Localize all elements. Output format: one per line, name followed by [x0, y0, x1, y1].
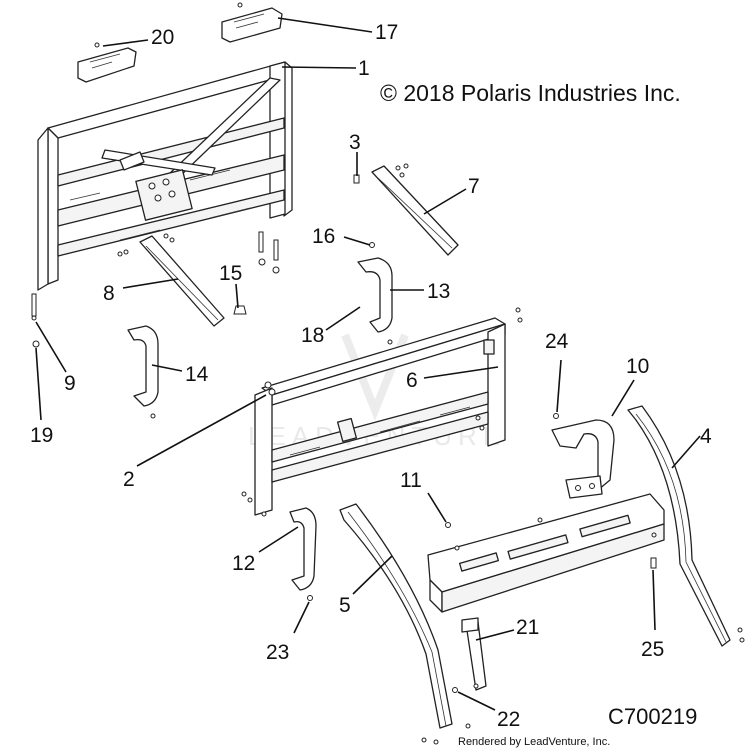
part-nut-22: [452, 687, 458, 693]
callout-11: 11: [400, 469, 422, 492]
callout-10: 10: [626, 355, 649, 378]
part-bracket-10: [551, 419, 615, 499]
leader-lines: [35, 17, 701, 711]
callout-18: 18: [301, 324, 324, 347]
part-grab-handle-14: [127, 325, 159, 419]
part-rear-post-4: [627, 405, 745, 647]
bolt-set: [258, 231, 280, 274]
part-bolt-24: [553, 413, 559, 419]
callout-16: 16: [312, 225, 335, 248]
part-grab-handle-13: [357, 257, 393, 345]
callout-8: 8: [103, 282, 115, 305]
callout-2: 2: [123, 468, 135, 491]
part-cover-17: [221, 2, 283, 43]
callout-24: 24: [545, 330, 569, 353]
part-bolt-23: [307, 595, 313, 601]
part-front-frame-1: [37, 61, 293, 291]
callout-25: 25: [641, 638, 664, 661]
part-bolt-25: [650, 557, 657, 569]
part-bracket-21: [461, 617, 487, 691]
rendered-by-credit: Rendered by LeadVenture, Inc.: [458, 736, 610, 748]
part-washer-19: [32, 340, 40, 348]
callout-13: 13: [427, 280, 450, 303]
part-clip-15: [233, 305, 247, 315]
part-brace-7: [371, 163, 459, 256]
callout-6: 6: [406, 369, 418, 392]
callout-20: 20: [151, 26, 174, 49]
callout-12: 12: [232, 552, 255, 575]
part-rear-post-5: [339, 503, 471, 745]
diagram-code: C700219: [608, 704, 697, 729]
callout-21: 21: [516, 616, 539, 639]
callout-7: 7: [468, 175, 480, 198]
part-brace-8: [117, 233, 225, 327]
callout-1: 1: [358, 57, 370, 80]
callout-15: 15: [219, 262, 242, 285]
part-grab-handle-12: [289, 507, 317, 591]
callout-9: 9: [64, 372, 76, 395]
part-bolt-3: [353, 174, 360, 184]
callout-23: 23: [266, 641, 289, 664]
part-bolt-9: [31, 293, 37, 321]
part-nut-16: [369, 242, 375, 248]
callout-4: 4: [700, 425, 712, 448]
callout-5: 5: [339, 594, 351, 617]
part-bolt-11: [445, 522, 451, 528]
callout-labels: 20 17 1 3 7 16 15 8 13 18 9 14 19 24 10 …: [30, 21, 712, 731]
part-cover-20: [77, 42, 137, 83]
callout-19: 19: [30, 424, 53, 447]
callout-22: 22: [497, 708, 520, 731]
callout-3: 3: [349, 131, 361, 154]
callout-17: 17: [375, 21, 398, 44]
part-rear-frame-6: [241, 307, 523, 517]
callout-14: 14: [185, 363, 209, 386]
part-rear-panel: [427, 493, 665, 613]
copyright-notice: © 2018 Polaris Industries Inc.: [380, 80, 681, 106]
